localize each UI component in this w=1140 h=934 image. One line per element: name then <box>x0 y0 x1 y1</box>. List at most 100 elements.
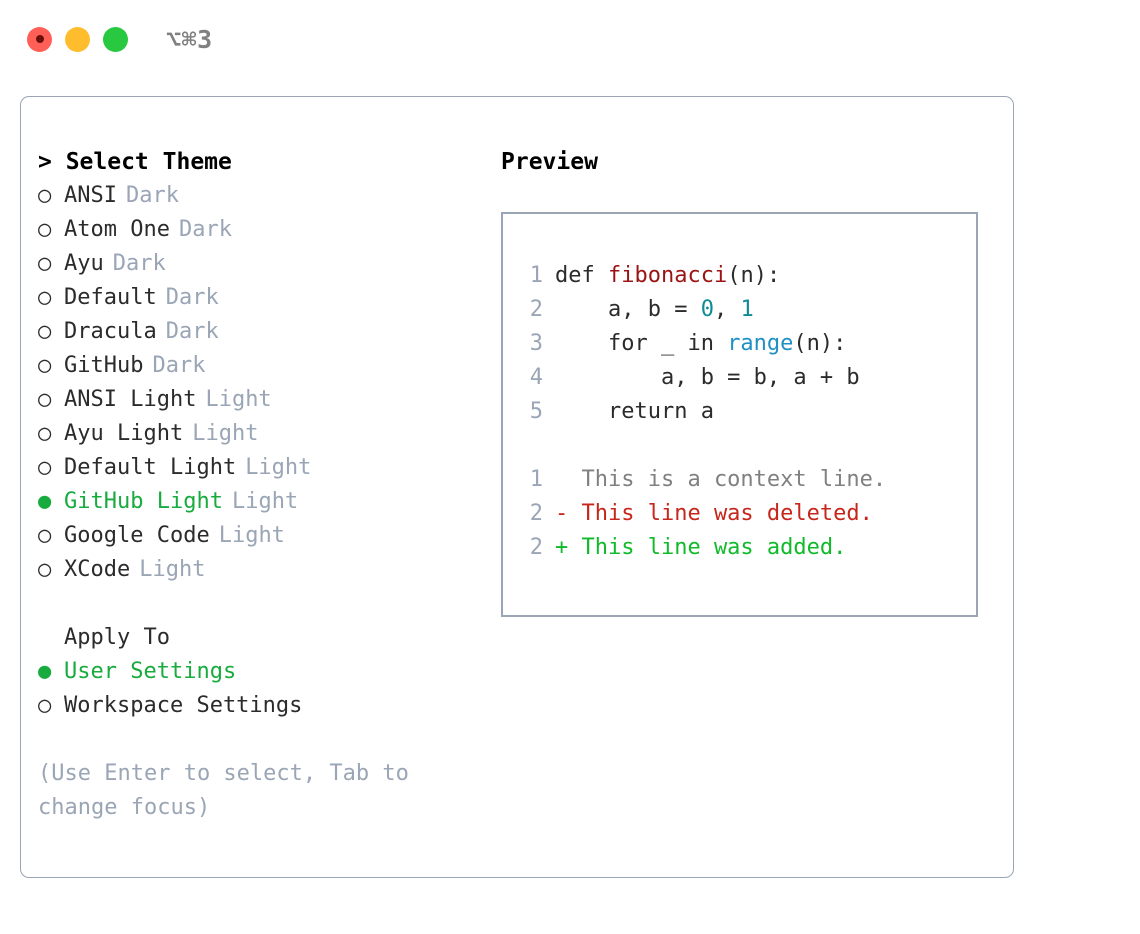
radio-unselected-icon: ○ <box>38 285 52 310</box>
theme-option-label: Ayu <box>64 251 104 276</box>
code-token-plain: a, b = b, a + b <box>555 365 860 390</box>
theme-option-variant-tag: Light <box>218 523 285 548</box>
code-line-number: 4 <box>529 365 543 390</box>
diff-sample: 1 This is a context line. 2 - This line wa… <box>515 463 970 565</box>
diff-line-del: 2 - This line was deleted. <box>515 497 970 531</box>
theme-option-label: ANSI Light <box>64 387 197 412</box>
code-line-number: 5 <box>529 399 543 424</box>
code-line: 1 def fibonacci(n): <box>515 259 970 293</box>
code-token-plain: def <box>555 263 608 288</box>
theme-option-variant-tag: Light <box>205 387 272 412</box>
apply-to-header: Apply To <box>64 625 170 650</box>
code-diff-spacer <box>515 429 970 463</box>
radio-unselected-icon: ○ <box>38 319 52 344</box>
code-line-text: a, b = 0, 1 <box>555 293 754 327</box>
theme-option-github[interactable]: ○ GitHub Dark <box>38 349 488 383</box>
theme-option-variant-tag: Dark <box>165 319 219 344</box>
code-line-number: 2 <box>529 297 543 322</box>
maximize-button[interactable] <box>103 26 128 52</box>
close-button[interactable] <box>27 26 52 52</box>
theme-option-label: XCode <box>64 557 131 582</box>
theme-option-variant-tag: Dark <box>165 285 219 310</box>
theme-option-label: Ayu Light <box>64 421 184 446</box>
radio-selected-icon: ● <box>38 489 52 514</box>
theme-option-ansi[interactable]: ○ ANSI Dark <box>38 179 488 213</box>
keyboard-shortcut-label: ⌥⌘3 <box>166 24 213 54</box>
theme-option-variant-tag: Dark <box>112 251 166 276</box>
code-token-num: 0 <box>700 297 714 322</box>
apply-to-option-label: User Settings <box>64 659 237 684</box>
diff-line-number: 2 <box>529 535 543 560</box>
code-token-plain: (n): <box>793 331 847 356</box>
window-controls <box>27 26 128 52</box>
theme-option-dracula[interactable]: ○ Dracula Dark <box>38 315 488 349</box>
diff-line-text: This is a context line. <box>555 467 887 492</box>
theme-option-default[interactable]: ○ Default Dark <box>38 281 488 315</box>
theme-option-label: GitHub Light <box>64 489 223 514</box>
code-token-call: range <box>727 331 794 356</box>
radio-unselected-icon: ○ <box>38 217 52 242</box>
code-token-plain: (n): <box>727 263 781 288</box>
theme-option-label: Default <box>64 285 157 310</box>
diff-line-add: 2 + This line was added. <box>515 531 970 565</box>
minimize-button[interactable] <box>65 26 90 52</box>
apply-to-option-workspace-settings[interactable]: ○ Workspace Settings <box>38 689 488 723</box>
code-token-plain: return a <box>555 399 714 424</box>
code-line-number: 1 <box>529 263 543 288</box>
code-line-number: 3 <box>529 331 543 356</box>
radio-unselected-icon: ○ <box>38 251 52 276</box>
apply-to-option-list[interactable]: ●User Settings ○ Workspace Settings <box>38 655 488 723</box>
radio-unselected-icon: ○ <box>38 183 52 208</box>
theme-option-variant-tag: Dark <box>152 353 206 378</box>
theme-option-variant-tag: Light <box>192 421 259 446</box>
title-bar: ⌥⌘3 <box>0 0 1140 78</box>
theme-option-github-light[interactable]: ● GitHub Light Light <box>38 485 488 519</box>
theme-option-label: Google Code <box>64 523 210 548</box>
theme-option-ayu[interactable]: ○ Ayu Dark <box>38 247 488 281</box>
diff-line-ctx: 1 This is a context line. <box>515 463 970 497</box>
theme-option-variant-tag: Light <box>231 489 299 514</box>
theme-option-ansi-light[interactable]: ○ ANSI Light Light <box>38 383 488 417</box>
radio-unselected-icon: ○ <box>38 455 52 480</box>
select-theme-header: > Select Theme <box>38 149 232 175</box>
code-line: 3 for _ in range(n): <box>515 327 970 361</box>
code-line-text: return a <box>555 395 714 429</box>
apply-to-section: Apply To ●User Settings ○ Workspace Settin… <box>38 621 488 723</box>
theme-option-variant-tag: Dark <box>125 183 179 208</box>
diff-line-number: 1 <box>529 467 543 492</box>
code-line: 2 a, b = 0, 1 <box>515 293 970 327</box>
radio-unselected-icon: ○ <box>38 557 52 582</box>
radio-unselected-icon: ○ <box>38 353 52 378</box>
theme-option-label: GitHub <box>64 353 144 378</box>
apply-to-option-user-settings[interactable]: ●User Settings <box>38 655 488 689</box>
diff-line-text: - This line was deleted. <box>555 501 873 526</box>
code-token-fn: fibonacci <box>607 263 728 288</box>
code-line-text: a, b = b, a + b <box>555 361 860 395</box>
theme-option-default-light[interactable]: ○ Default Light Light <box>38 451 488 485</box>
code-token-num: 1 <box>740 297 754 322</box>
theme-option-label: ANSI <box>64 183 117 208</box>
diff-line-number: 2 <box>529 501 543 526</box>
theme-option-label: Dracula <box>64 319 157 344</box>
radio-unselected-icon: ○ <box>38 387 52 412</box>
theme-option-label: Default Light <box>64 455 237 480</box>
diff-line-text: + This line was added. <box>555 535 847 560</box>
radio-unselected-icon: ○ <box>38 693 52 718</box>
theme-option-variant-tag: Dark <box>178 217 232 242</box>
code-token-plain: a, b = <box>555 297 701 322</box>
theme-option-variant-tag: Light <box>245 455 312 480</box>
code-line: 5 return a <box>515 395 970 429</box>
apply-to-option-label: Workspace Settings <box>64 693 303 718</box>
